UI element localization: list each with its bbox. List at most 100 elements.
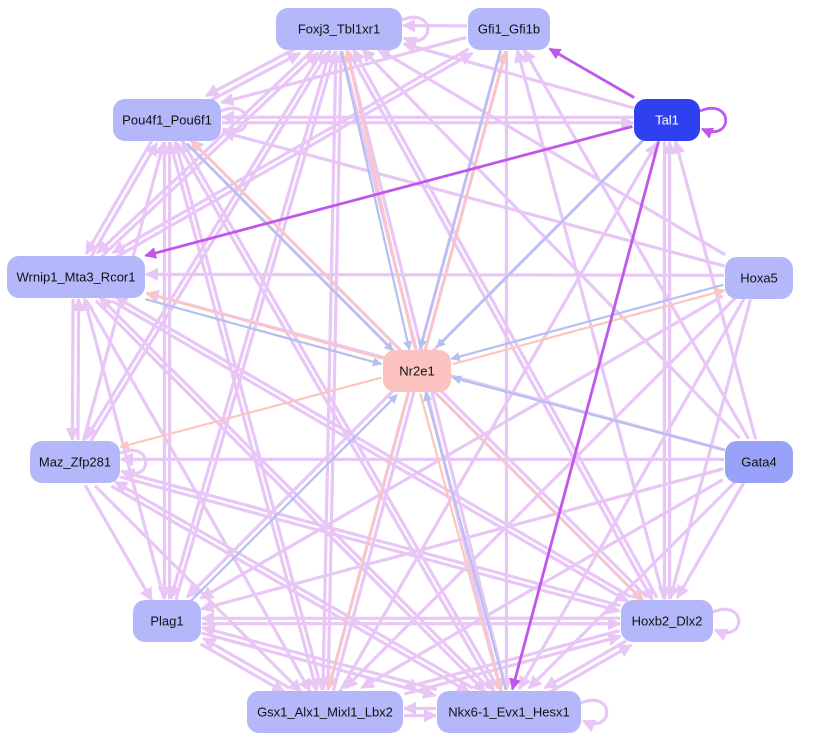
node-box-wrnip1 bbox=[7, 256, 145, 298]
node-nr2e1[interactable]: Nr2e1 bbox=[383, 350, 451, 392]
edge-hoxa5-to-nr2e1 bbox=[450, 283, 724, 362]
node-label-hoxb2: Hoxb2_Dlx2 bbox=[632, 614, 703, 629]
edge-pou4f1-to-pou4f1 bbox=[220, 106, 249, 140]
node-label-hoxa5: Hoxa5 bbox=[740, 271, 778, 286]
edge-pou4f1-to-wrnip1 bbox=[84, 139, 154, 255]
edge-gsx1-to-pou4f1 bbox=[172, 140, 324, 690]
edge-tal1-to-nr2e1 bbox=[436, 139, 644, 349]
edge-hoxa5-to-wrnip1 bbox=[144, 267, 725, 282]
edge-foxj3-to-hoxb2 bbox=[347, 51, 654, 602]
edge-gsx1-to-tal1 bbox=[338, 142, 658, 693]
edge-tal1-to-wrnip1 bbox=[144, 125, 633, 259]
node-label-gsx1: Gsx1_Alx1_Mixl1_Lbx2 bbox=[257, 705, 393, 720]
edge-nr2e1-to-foxj3 bbox=[343, 49, 416, 349]
edge-nr2e1-to-nkx6 bbox=[419, 393, 503, 692]
edge-nr2e1-to-maz bbox=[119, 376, 382, 450]
edge-nkx6-to-plag1 bbox=[201, 624, 438, 692]
edge-nr2e1-to-wrnip1 bbox=[145, 291, 383, 360]
node-box-nkx6 bbox=[437, 691, 581, 733]
edge-foxj3-to-nr2e1 bbox=[340, 51, 413, 351]
node-box-foxj3 bbox=[276, 8, 402, 50]
edge-nkx6-to-hoxb2 bbox=[548, 643, 633, 694]
edge-plag1-to-gsx1 bbox=[199, 642, 286, 694]
edge-gata4-to-gfi1 bbox=[522, 48, 750, 440]
edge-hoxb2-to-gsx1 bbox=[402, 629, 620, 692]
node-box-hoxb2 bbox=[621, 600, 713, 642]
node-box-gfi1 bbox=[468, 8, 550, 50]
node-foxj3[interactable]: Foxj3_Tbl1xr1 bbox=[276, 8, 402, 50]
edge-hoxb2-to-gfi1 bbox=[514, 49, 666, 599]
edge-nkx6-to-nr2e1 bbox=[423, 391, 507, 690]
node-box-gsx1 bbox=[247, 691, 403, 733]
edge-hoxa5-to-foxj3 bbox=[376, 47, 727, 257]
node-box-tal1 bbox=[634, 99, 700, 141]
edge-wrnip1-to-nkx6 bbox=[94, 299, 487, 693]
edge-nr2e1-to-hoxa5 bbox=[452, 287, 726, 366]
node-label-foxj3: Foxj3_Tbl1xr1 bbox=[298, 22, 380, 37]
edge-gsx1-to-plag1 bbox=[202, 636, 291, 690]
edge-gsx1-to-hoxb2 bbox=[404, 632, 622, 696]
edge-nr2e1-to-hoxb2 bbox=[436, 393, 644, 602]
node-box-pou4f1 bbox=[113, 99, 221, 141]
edge-plag1-to-nkx6 bbox=[200, 631, 437, 699]
edge-gfi1-to-wrnip1 bbox=[111, 47, 470, 255]
edge-foxj3-to-gsx1 bbox=[316, 50, 338, 692]
edge-hoxb2-to-nkx6 bbox=[543, 639, 628, 690]
edge-maz-to-wrnip1 bbox=[71, 297, 86, 441]
node-tal1[interactable]: Tal1 bbox=[634, 99, 700, 141]
edge-nkx6-to-nkx6 bbox=[580, 698, 609, 732]
node-gsx1[interactable]: Gsx1_Alx1_Mixl1_Lbx2 bbox=[247, 691, 403, 733]
node-hoxa5[interactable]: Hoxa5 bbox=[725, 257, 793, 299]
edge-hoxb2-to-wrnip1 bbox=[114, 295, 632, 599]
edge-gfi1-to-nr2e1 bbox=[418, 50, 502, 350]
edge-hoxb2-to-maz bbox=[120, 468, 622, 608]
node-label-maz: Maz_Zfp281 bbox=[39, 455, 111, 470]
node-maz[interactable]: Maz_Zfp281 bbox=[30, 441, 120, 483]
edge-tal1-to-nkx6 bbox=[509, 140, 660, 691]
edge-pou4f1-to-foxj3 bbox=[210, 51, 302, 102]
edge-foxj3-to-pou4f1 bbox=[204, 47, 296, 98]
node-label-tal1: Tal1 bbox=[655, 113, 679, 128]
node-wrnip1[interactable]: Wrnip1_Mta3_Rcor1 bbox=[7, 256, 145, 298]
node-pou4f1[interactable]: Pou4f1_Pou6f1 bbox=[113, 99, 221, 141]
edge-gata4-to-nr2e1 bbox=[451, 375, 725, 452]
edge-wrnip1-to-pou4f1 bbox=[89, 142, 159, 258]
edge-foxj3-to-plag1 bbox=[167, 49, 332, 600]
edge-foxj3-to-wrnip1 bbox=[96, 48, 315, 255]
edge-tal1-to-gfi1 bbox=[548, 47, 635, 99]
edge-pou4f1-to-gsx1 bbox=[168, 142, 320, 692]
edge-tal1-to-tal1 bbox=[699, 107, 728, 139]
node-box-plag1 bbox=[133, 600, 201, 642]
edge-hoxa5-to-hoxb2 bbox=[666, 298, 753, 600]
node-label-pou4f1: Pou4f1_Pou6f1 bbox=[122, 113, 212, 128]
node-hoxb2[interactable]: Hoxb2_Dlx2 bbox=[621, 600, 713, 642]
node-nkx6[interactable]: Nkx6-1_Evx1_Hesx1 bbox=[437, 691, 581, 733]
node-box-nr2e1 bbox=[383, 350, 451, 392]
edge-pou4f1-to-nr2e1 bbox=[186, 142, 394, 352]
edge-gata4-to-hoxb2 bbox=[675, 481, 746, 599]
node-box-maz bbox=[30, 441, 120, 483]
node-plag1[interactable]: Plag1 bbox=[133, 600, 201, 642]
edge-gata4-to-foxj3 bbox=[361, 48, 741, 440]
edge-wrnip1-to-hoxb2 bbox=[111, 299, 629, 603]
node-label-nkx6: Nkx6-1_Evx1_Hesx1 bbox=[448, 705, 569, 720]
node-box-hoxa5 bbox=[725, 257, 793, 299]
edge-nr2e1-to-gsx1 bbox=[326, 392, 410, 691]
edge-maz-to-plag1 bbox=[83, 484, 154, 602]
node-label-wrnip1: Wrnip1_Mta3_Rcor1 bbox=[17, 270, 136, 285]
edge-nkx6-to-maz bbox=[113, 480, 474, 690]
edge-hoxa5-to-plag1 bbox=[199, 294, 724, 600]
edge-plag1-to-nr2e1 bbox=[190, 393, 398, 602]
node-gfi1[interactable]: Gfi1_Gfi1b bbox=[468, 8, 550, 50]
node-label-gata4: Gata4 bbox=[741, 455, 776, 470]
edge-nr2e1-to-gfi1 bbox=[424, 50, 508, 350]
edge-wrnip1-to-gsx1 bbox=[84, 299, 312, 693]
edge-wrnip1-to-nr2e1 bbox=[145, 298, 383, 367]
node-box-gata4 bbox=[725, 441, 793, 483]
edge-foxj3-to-maz bbox=[84, 48, 325, 440]
edge-plag1-to-foxj3 bbox=[174, 50, 339, 601]
edge-foxj3-to-foxj3 bbox=[401, 15, 430, 49]
node-gata4[interactable]: Gata4 bbox=[725, 441, 793, 483]
